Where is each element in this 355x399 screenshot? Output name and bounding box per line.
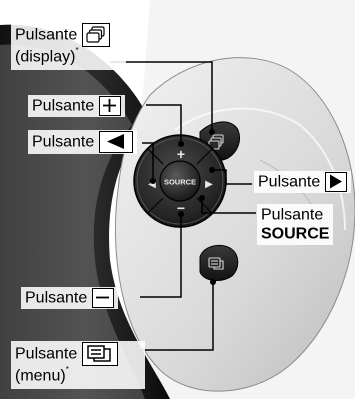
label-display-footnote: * — [75, 46, 79, 55]
pad-right-glyph: ▶ — [205, 179, 213, 190]
pad-plus-glyph: + — [177, 146, 185, 162]
label-plus-button: Pulsante — [28, 95, 125, 117]
label-right-button: Pulsante — [254, 171, 351, 193]
label-display-button: Pulsante (display)* — [11, 22, 126, 70]
leader-dots — [150, 129, 216, 285]
display-stack-icon — [81, 23, 110, 47]
directional-pad: SOURCE + − ◀ ▶ — [133, 134, 227, 228]
pad-source-text: SOURCE — [164, 178, 196, 187]
label-display-word: Pulsante — [15, 26, 78, 44]
label-left-word: Pulsante — [32, 133, 95, 151]
label-menu-line2: (menu) — [15, 367, 66, 385]
plus-icon — [98, 96, 121, 116]
label-display-line2: (display) — [15, 48, 76, 66]
label-left-button: Pulsante — [28, 130, 137, 154]
minus-icon — [91, 288, 114, 308]
label-source-word: Pulsante — [261, 206, 324, 224]
label-minus-button: Pulsante — [21, 287, 118, 309]
triangle-right-icon — [324, 172, 347, 192]
label-menu-word: Pulsante — [15, 345, 78, 363]
leader-lines — [110, 61, 256, 351]
triangle-left-icon — [98, 131, 133, 153]
label-source-line2: SOURCE — [261, 225, 330, 243]
menu-list-icon — [81, 342, 118, 366]
label-source-button: Pulsante SOURCE — [257, 204, 334, 245]
label-menu-footnote: * — [65, 365, 69, 374]
label-plus-word: Pulsante — [32, 97, 95, 115]
label-minus-word: Pulsante — [25, 289, 88, 307]
pad-left-glyph: ◀ — [148, 179, 156, 190]
pad-minus-glyph: − — [177, 200, 185, 216]
menu-button-shape — [199, 244, 239, 281]
label-right-word: Pulsante — [258, 173, 321, 191]
label-menu-button: Pulsante (menu)* — [11, 341, 145, 389]
